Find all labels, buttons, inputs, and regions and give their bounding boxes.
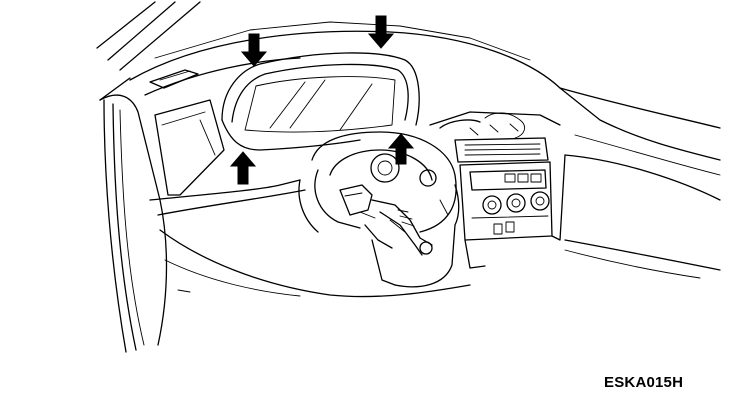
steering-column bbox=[298, 131, 460, 288]
figure-code: ESKA015H bbox=[604, 374, 684, 391]
dashboard-top bbox=[129, 30, 721, 201]
right-dash-lower bbox=[564, 239, 721, 279]
arrow-cluster-bottom-right bbox=[387, 133, 415, 165]
windshield-lines bbox=[96, 1, 531, 71]
arrow-cluster-bottom-left bbox=[229, 151, 257, 185]
center-console bbox=[429, 111, 566, 269]
left-dash-panel bbox=[149, 99, 471, 298]
instrument-cluster bbox=[221, 52, 420, 151]
left-door-pillar bbox=[99, 77, 168, 353]
arrow-cluster-top-left bbox=[240, 33, 268, 67]
arrow-cluster-top-right bbox=[367, 15, 395, 49]
